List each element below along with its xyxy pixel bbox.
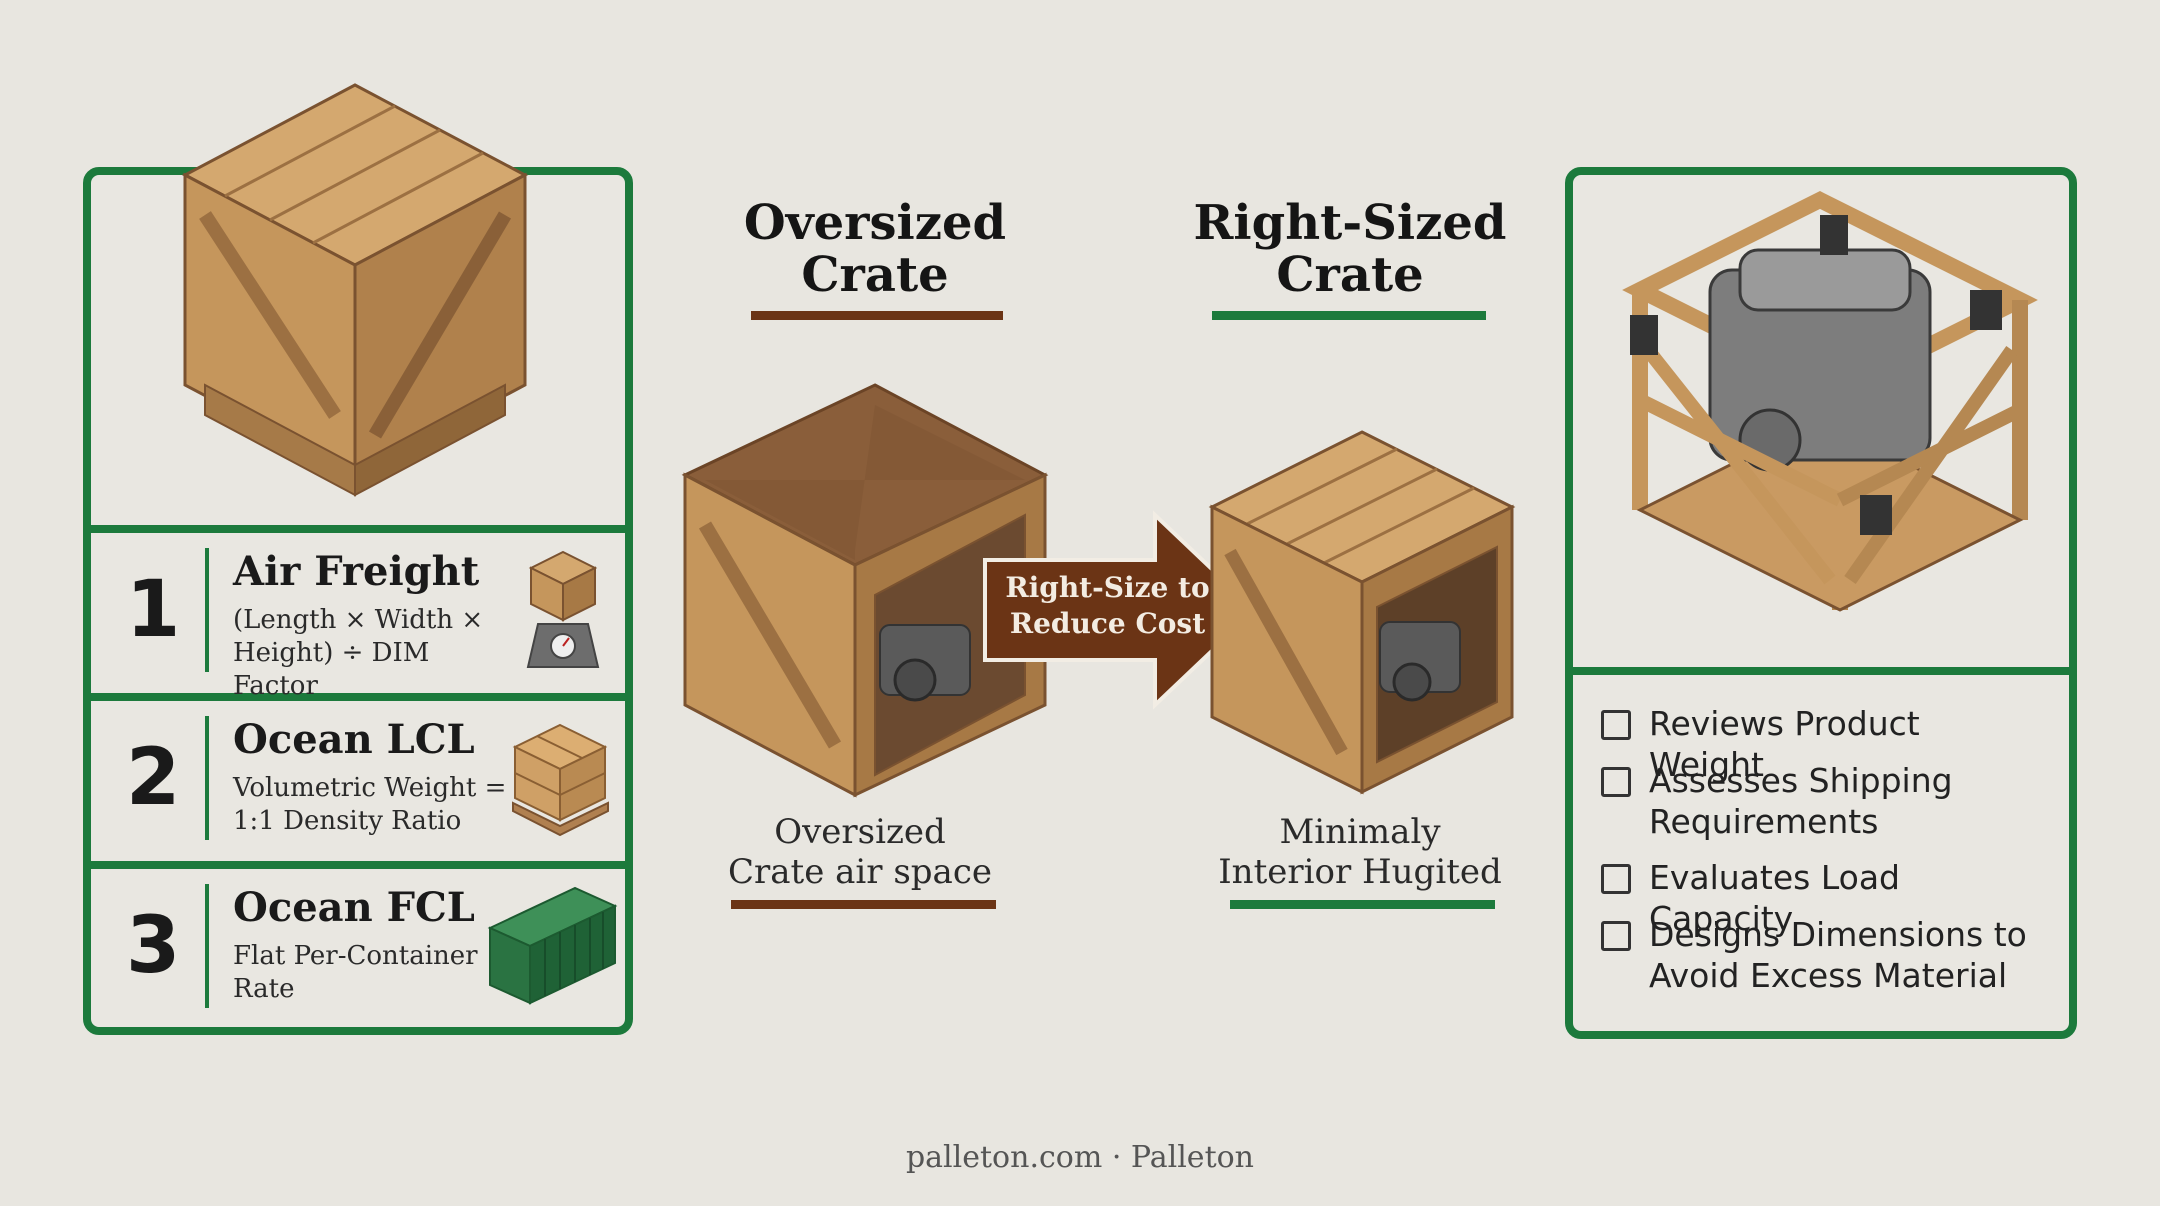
row-separator bbox=[205, 548, 209, 672]
divider bbox=[91, 861, 625, 869]
row-separator bbox=[205, 884, 209, 1008]
oversized-title-underline bbox=[751, 311, 1003, 320]
checklist-item[interactable]: Assesses Shipping Requirements bbox=[1601, 760, 2041, 842]
oversized-open-crate-illustration bbox=[681, 383, 1049, 798]
checklist-item[interactable]: Designs Dimensions to Avoid Excess Mater… bbox=[1601, 914, 2041, 996]
method-desc-fcl: Flat Per-Container Rate bbox=[233, 941, 478, 1004]
crate-on-scale-icon bbox=[526, 550, 600, 668]
footer-credit: palleton.com · Palleton bbox=[905, 1140, 1255, 1175]
divider bbox=[91, 693, 625, 701]
checklist-label: Designs Dimensions to Avoid Excess Mater… bbox=[1649, 915, 2027, 995]
method-desc-lcl: Volumetric Weight = 1:1 Density Ratio bbox=[233, 773, 507, 836]
right-size-arrow bbox=[983, 510, 1258, 710]
checklist-item[interactable]: Reviews Product Weight bbox=[1601, 703, 2041, 785]
rightsized-caption: Minimaly Interior Hugited bbox=[1218, 812, 1502, 892]
checklist-label: Evaluates Load Capacity bbox=[1649, 858, 1900, 938]
checkbox[interactable] bbox=[1601, 864, 1631, 894]
method-title-fcl: Ocean FCL bbox=[233, 884, 475, 931]
row-separator bbox=[205, 716, 209, 840]
method-title-lcl: Ocean LCL bbox=[233, 716, 475, 763]
checklist-item[interactable]: Evaluates Load Capacity bbox=[1601, 857, 2041, 939]
rightsized-title-underline bbox=[1212, 311, 1486, 320]
closed-crate-illustration bbox=[181, 83, 529, 497]
arrow-label: Right-Size to Reduce Cost bbox=[1005, 571, 1210, 640]
boxes-on-pallet-icon bbox=[512, 723, 609, 837]
checkbox[interactable] bbox=[1601, 767, 1631, 797]
method-desc-air: (Length × Width × Height) ÷ DIM Factor bbox=[233, 605, 484, 701]
method-title-air: Air Freight bbox=[233, 548, 480, 595]
method-number: 1 bbox=[126, 565, 181, 655]
method-number: 3 bbox=[126, 901, 181, 991]
oversized-caption-underline bbox=[731, 900, 996, 909]
rightsized-crate-illustration bbox=[1208, 430, 1516, 795]
framed-engine-crate-illustration bbox=[1622, 191, 2038, 612]
divider bbox=[1573, 667, 2069, 675]
oversized-caption: Oversized Crate air space bbox=[728, 812, 992, 892]
checklist-label: Assesses Shipping Requirements bbox=[1649, 761, 1953, 841]
rightsized-title: Right-Sized Crate bbox=[1193, 195, 1507, 303]
shipping-container-icon bbox=[487, 886, 618, 1005]
method-number: 2 bbox=[126, 733, 181, 823]
oversized-title: Oversized Crate bbox=[743, 195, 1007, 303]
divider bbox=[91, 525, 625, 533]
rightsized-caption-underline bbox=[1230, 900, 1495, 909]
checkbox[interactable] bbox=[1601, 710, 1631, 740]
checklist-label: Reviews Product Weight bbox=[1649, 704, 1920, 784]
checkbox[interactable] bbox=[1601, 921, 1631, 951]
